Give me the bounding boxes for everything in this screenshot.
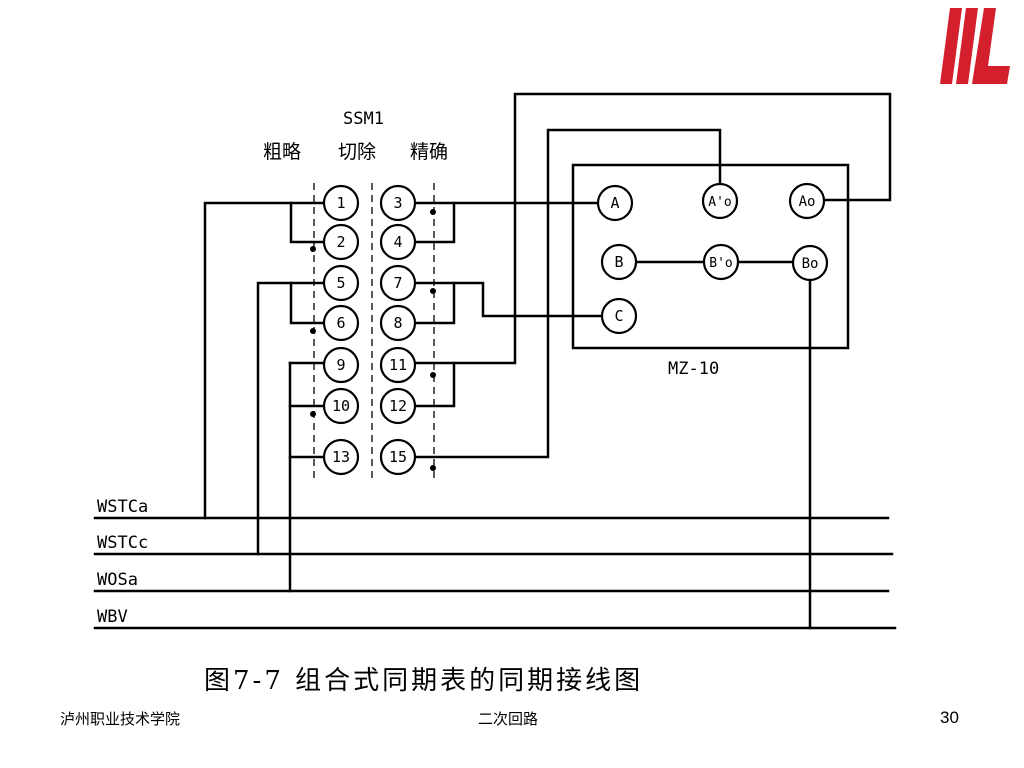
terminal-4 [379, 223, 417, 261]
terminal-label-5: 5 [336, 274, 345, 292]
figure-caption: 图7-7 组合式同期表的同期接线图 [204, 666, 644, 696]
meter-label-c: C [614, 307, 623, 325]
terminal-label-1: 1 [336, 194, 345, 212]
terminal-label-7: 7 [393, 274, 402, 292]
terminal-label-8: 8 [393, 314, 402, 332]
meter-terminal-b [600, 243, 638, 281]
meter-terminal-a-prime-o [701, 182, 739, 220]
meter-terminal-c [600, 297, 638, 335]
meter-label-b: B [614, 253, 623, 271]
left-terminals [322, 184, 360, 476]
terminal-label-13: 13 [332, 448, 350, 466]
meter-label-b-prime-o: B'o [709, 256, 732, 271]
terminal-1 [322, 184, 360, 222]
footer-school: 泸州职业技术学院 [60, 710, 181, 728]
meter-terminal-b-prime-o [702, 243, 740, 281]
contact-dots [310, 209, 436, 471]
terminal-3 [379, 184, 417, 222]
meter-terminal-bo [791, 244, 829, 282]
terminal-label-4: 4 [393, 233, 402, 251]
terminal-12 [379, 387, 417, 425]
terminal-15 [379, 438, 417, 476]
terminal-5 [322, 264, 360, 302]
meter-label-ao: Ao [799, 194, 816, 210]
meter-label-bo: Bo [802, 256, 819, 272]
terminal-2 [322, 223, 360, 261]
meter-box [571, 163, 850, 350]
terminal-6 [322, 304, 360, 342]
terminal-label-11: 11 [389, 356, 407, 374]
meter-terminals [596, 182, 829, 335]
position-label-fine: 精确 [410, 141, 448, 163]
terminal-9 [322, 346, 360, 384]
terminal-13 [322, 438, 360, 476]
terminal-label-3: 3 [393, 194, 402, 212]
meter-terminal-a [596, 184, 634, 222]
bus-lines [93, 516, 897, 630]
terminal-label-12: 12 [389, 397, 407, 415]
terminal-label-2: 2 [336, 233, 345, 251]
meter-name: MZ-10 [668, 359, 719, 379]
page-number: 30 [940, 708, 959, 727]
meter-label-a-prime-o: A'o [708, 195, 731, 210]
terminal-label-15: 15 [389, 448, 407, 466]
terminal-label-6: 6 [336, 314, 345, 332]
meter-terminal-ao [788, 182, 826, 220]
terminal-label-9: 9 [336, 356, 345, 374]
terminal-7 [379, 264, 417, 302]
bus-label-wosa: WOSa [97, 570, 138, 590]
bus-label-wbv: WBV [97, 607, 128, 627]
bus-label-wstcc: WSTCc [97, 533, 148, 553]
position-label-off: 切除 [338, 141, 376, 163]
meter-label-a: A [610, 194, 619, 212]
right-terminals [379, 184, 417, 476]
wires [203, 92, 892, 630]
terminal-10 [322, 387, 360, 425]
bus-label-wstca: WSTCa [97, 497, 148, 517]
terminal-label-10: 10 [332, 397, 350, 415]
footer-course: 二次回路 [478, 710, 539, 728]
terminal-8 [379, 304, 417, 342]
institution-logo-icon [940, 8, 1010, 84]
switch-title: SSM1 [343, 109, 384, 129]
terminal-11 [379, 346, 417, 384]
position-label-coarse: 粗略 [263, 141, 301, 163]
